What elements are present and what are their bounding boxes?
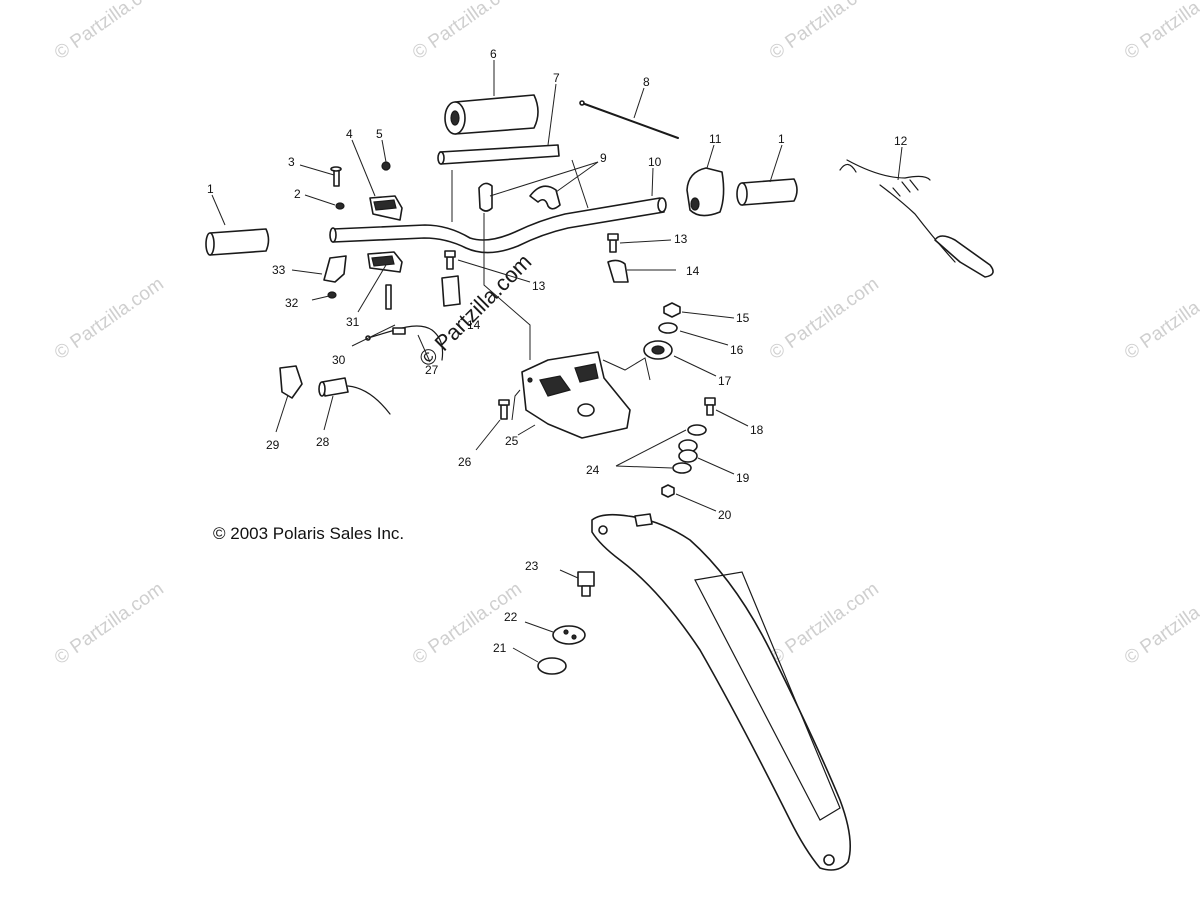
throttle-housing bbox=[686, 167, 725, 217]
callout-1-right: 1 bbox=[778, 132, 785, 146]
callout-3: 3 bbox=[288, 155, 295, 169]
callout-14-right: 14 bbox=[686, 264, 700, 278]
callout-32: 32 bbox=[285, 296, 299, 310]
callout-2: 2 bbox=[294, 187, 301, 201]
leader-lines bbox=[211, 60, 903, 663]
watermark: © Partzilla.com bbox=[51, 578, 168, 669]
callout-23: 23 bbox=[525, 559, 539, 573]
left-grip bbox=[205, 228, 270, 256]
bolt-13-right bbox=[607, 233, 619, 253]
callout-30: 30 bbox=[332, 353, 346, 367]
callout-31: 31 bbox=[346, 315, 360, 329]
callout-21: 21 bbox=[493, 641, 507, 655]
clamp-14-left bbox=[441, 275, 461, 307]
callout-28: 28 bbox=[316, 435, 330, 449]
gasket-21 bbox=[537, 657, 567, 675]
callout-9: 9 bbox=[600, 151, 607, 165]
sensor-28 bbox=[318, 377, 391, 415]
nut-2 bbox=[335, 202, 345, 210]
spacer-19 bbox=[678, 439, 698, 463]
callout-5: 5 bbox=[376, 127, 383, 141]
watermark: © Partzilla.com bbox=[766, 578, 883, 669]
callout-20: 20 bbox=[718, 508, 732, 522]
nut-15 bbox=[663, 302, 681, 318]
cable-30 bbox=[365, 325, 444, 361]
callout-15: 15 bbox=[736, 311, 750, 325]
right-grip bbox=[736, 178, 798, 206]
switch-housing-upper bbox=[369, 195, 403, 221]
callout-19: 19 bbox=[736, 471, 750, 485]
callout-26: 26 bbox=[458, 455, 472, 469]
watermark: © Partzilla.com bbox=[51, 273, 168, 364]
watermark: © Partzilla.com bbox=[1121, 0, 1200, 64]
callout-1-left: 1 bbox=[207, 182, 214, 196]
nut-5 bbox=[381, 161, 391, 171]
callout-numbers: 1 2 3 4 5 6 7 8 9 10 11 1 12 13 13 14 14… bbox=[207, 47, 908, 655]
watermark: © Partzilla.com bbox=[51, 0, 168, 64]
callout-13-left: 13 bbox=[532, 279, 546, 293]
handlebar bbox=[329, 197, 667, 254]
bolt-18 bbox=[704, 397, 716, 416]
callout-6: 6 bbox=[490, 47, 497, 61]
bolt-13-left bbox=[444, 250, 456, 270]
handlebar-clamps bbox=[478, 182, 561, 212]
callout-4: 4 bbox=[346, 127, 353, 141]
disc-22 bbox=[552, 625, 586, 645]
bearing-17 bbox=[643, 340, 673, 360]
watermark: © Partzilla.com bbox=[409, 0, 526, 64]
rod bbox=[579, 100, 679, 139]
callout-24: 24 bbox=[586, 463, 600, 477]
bolt-31 bbox=[385, 284, 392, 310]
clip-29 bbox=[279, 365, 303, 399]
callout-11: 11 bbox=[709, 132, 722, 146]
nut-20 bbox=[661, 484, 675, 498]
washer-24-upper bbox=[687, 424, 707, 436]
assembly-lines bbox=[451, 159, 651, 421]
callout-13-right: 13 bbox=[674, 232, 688, 246]
washer-24-lower bbox=[672, 462, 692, 474]
crossbar-pad bbox=[437, 144, 560, 165]
clamp-14-right bbox=[607, 259, 629, 283]
callout-14-left: 14 bbox=[467, 318, 481, 332]
callout-33: 33 bbox=[272, 263, 286, 277]
callout-29: 29 bbox=[266, 438, 280, 452]
watermark: © Partzilla.com bbox=[766, 0, 883, 64]
watermark: © Partzilla.com bbox=[1121, 273, 1200, 364]
callout-12: 12 bbox=[894, 134, 908, 148]
callout-18: 18 bbox=[750, 423, 764, 437]
nut-32 bbox=[327, 291, 337, 299]
callout-8: 8 bbox=[643, 75, 650, 89]
callout-7: 7 bbox=[553, 71, 560, 85]
mounting-plate-25 bbox=[521, 351, 631, 439]
copyright-notice: © 2003 Polaris Sales Inc. bbox=[213, 524, 405, 543]
center-watermark: © Partzilla.com bbox=[414, 249, 537, 372]
callout-16: 16 bbox=[730, 343, 744, 357]
watermark-layer: © Partzilla.com © Partzilla.com © Partzi… bbox=[51, 0, 1200, 669]
switch-housing-lower bbox=[367, 251, 403, 273]
callout-17: 17 bbox=[718, 374, 732, 388]
callout-25: 25 bbox=[505, 434, 519, 448]
callout-27: 27 bbox=[425, 363, 439, 377]
safety-tether bbox=[839, 159, 994, 278]
fitting-23 bbox=[577, 571, 595, 597]
screw-3 bbox=[330, 166, 342, 187]
grip-pad bbox=[444, 94, 539, 135]
bolt-26 bbox=[498, 399, 510, 420]
bracket-33 bbox=[323, 255, 347, 283]
washer-16 bbox=[658, 322, 678, 334]
callout-22: 22 bbox=[504, 610, 518, 624]
watermark: © Partzilla.com bbox=[1121, 578, 1200, 669]
watermark: © Partzilla.com bbox=[766, 273, 883, 364]
callout-10: 10 bbox=[648, 155, 662, 169]
ski-steering-arm bbox=[591, 513, 852, 871]
